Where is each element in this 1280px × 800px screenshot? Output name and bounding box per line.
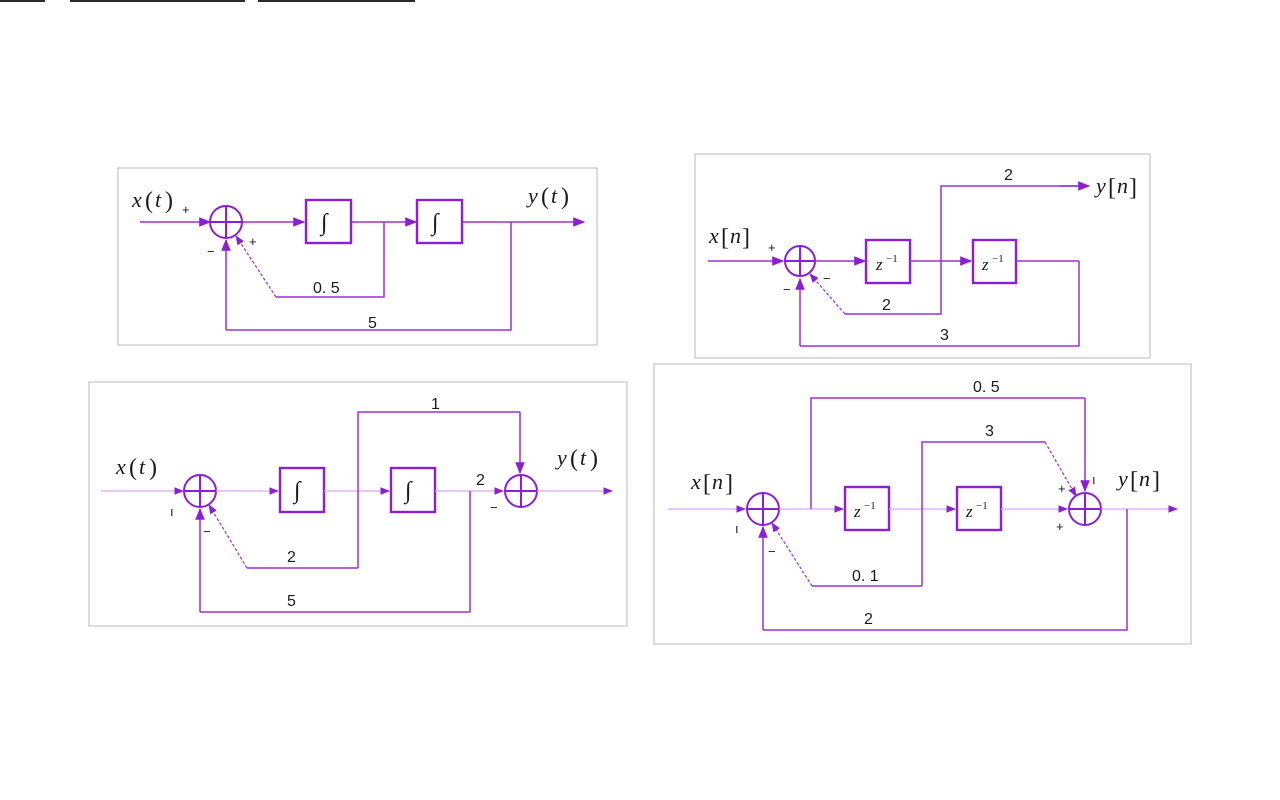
delay-exponent: −1: [864, 500, 876, 512]
svg-text:t: t: [139, 454, 146, 479]
svg-text:n: n: [1117, 173, 1128, 198]
svg-text:]: ]: [725, 471, 733, 497]
diagram-ct-top: x ( t ) ∫ ∫ y ( t ) 0. 5 5 + −: [117, 167, 598, 346]
summing-junction: [209, 205, 243, 239]
svg-text:(: (: [145, 188, 153, 214]
output-summing-junction: [504, 474, 538, 508]
svg-text:[: [: [721, 225, 729, 251]
gain-label: 0. 1: [852, 568, 879, 585]
svg-text:n: n: [1139, 466, 1150, 491]
gain-label: 1: [431, 396, 440, 413]
output-label: y: [555, 445, 567, 470]
svg-text:): ): [561, 184, 569, 210]
gain-label: 5: [368, 315, 377, 332]
input-label: x: [131, 187, 142, 212]
diagram-ct-bottom: x ( t ) ∫ ∫ y ( t ) 1 2: [88, 381, 628, 627]
integrator-symbol: ∫: [403, 478, 413, 505]
svg-text:(: (: [129, 455, 137, 481]
diagram-frame: [694, 153, 1151, 359]
sign-label: −: [768, 544, 776, 559]
gain-label: 5: [287, 593, 296, 610]
sign-label: −: [203, 524, 211, 539]
svg-text:(: (: [570, 446, 578, 472]
svg-text:[: [: [703, 471, 711, 497]
svg-text:): ): [149, 455, 157, 481]
sign-label: +: [1056, 519, 1064, 534]
delay-symbol: z: [965, 502, 973, 521]
sign-label: ı: [735, 521, 739, 536]
delay-exponent: −1: [976, 500, 988, 512]
output-label: y: [1094, 173, 1106, 198]
integrator-symbol: ∫: [319, 210, 329, 237]
integrator-symbol: ∫: [430, 210, 440, 237]
delay-block-2: [971, 238, 1018, 285]
svg-text:]: ]: [1129, 175, 1137, 201]
summing-junction: [183, 474, 217, 508]
sign-label: ı: [1092, 472, 1096, 487]
sign-label: ı: [170, 504, 174, 519]
sign-label: +: [768, 240, 776, 255]
svg-text:]: ]: [742, 225, 750, 251]
svg-text:t: t: [551, 183, 558, 208]
integrator-block-1: [304, 198, 353, 245]
svg-text:[: [: [1130, 468, 1138, 494]
output-label: y: [526, 183, 538, 208]
delay-symbol: z: [853, 502, 861, 521]
svg-text:): ): [590, 446, 598, 472]
input-label: x: [115, 454, 126, 479]
sign-label: −: [207, 244, 215, 259]
gain-label: 2: [476, 472, 485, 489]
gain-label: 2: [864, 611, 873, 628]
gain-label: 2: [1004, 167, 1013, 184]
gain-label: 2: [287, 549, 296, 566]
gain-label: 3: [985, 423, 994, 440]
gain-label: 2: [882, 297, 891, 314]
gain-label: 0. 5: [313, 280, 340, 297]
delay-symbol: z: [981, 255, 989, 274]
diagram-dt-bottom: x [ n ] z −1 z −1 y [ n ] 0. 5: [653, 363, 1192, 645]
summing-junction: [746, 492, 780, 526]
input-label: x: [690, 469, 701, 494]
integrator-block-2: [389, 466, 437, 514]
input-label: x: [708, 223, 719, 248]
sign-label: −: [823, 271, 831, 286]
sign-label: +: [1058, 481, 1066, 496]
svg-text:]: ]: [1152, 468, 1160, 494]
svg-text:): ): [165, 188, 173, 214]
svg-text:n: n: [730, 223, 741, 248]
svg-text:n: n: [712, 469, 723, 494]
delay-exponent: −1: [886, 253, 898, 265]
gain-label: 0. 5: [973, 379, 1000, 396]
sign-label: −: [490, 500, 498, 515]
diagram-dt-top: x [ n ] z −1 z −1 2 y [ n ] 2: [694, 153, 1151, 359]
gain-label: 3: [940, 327, 949, 344]
svg-text:t: t: [155, 187, 162, 212]
delay-symbol: z: [875, 255, 883, 274]
diagram-frame: [117, 167, 598, 346]
sign-label: +: [249, 234, 257, 249]
integrator-symbol: ∫: [292, 478, 302, 505]
output-label: y: [1116, 466, 1128, 491]
sign-label: −: [783, 282, 791, 297]
delay-block-2: [955, 485, 1003, 532]
integrator-block-2: [415, 198, 464, 245]
delay-exponent: −1: [992, 253, 1004, 265]
integrator-block-1: [278, 466, 326, 514]
svg-text:(: (: [541, 184, 549, 210]
summing-junction: [784, 245, 816, 277]
svg-text:t: t: [580, 445, 587, 470]
sign-label: +: [182, 202, 190, 217]
svg-text:[: [: [1108, 175, 1116, 201]
output-summing-junction: [1068, 492, 1102, 526]
